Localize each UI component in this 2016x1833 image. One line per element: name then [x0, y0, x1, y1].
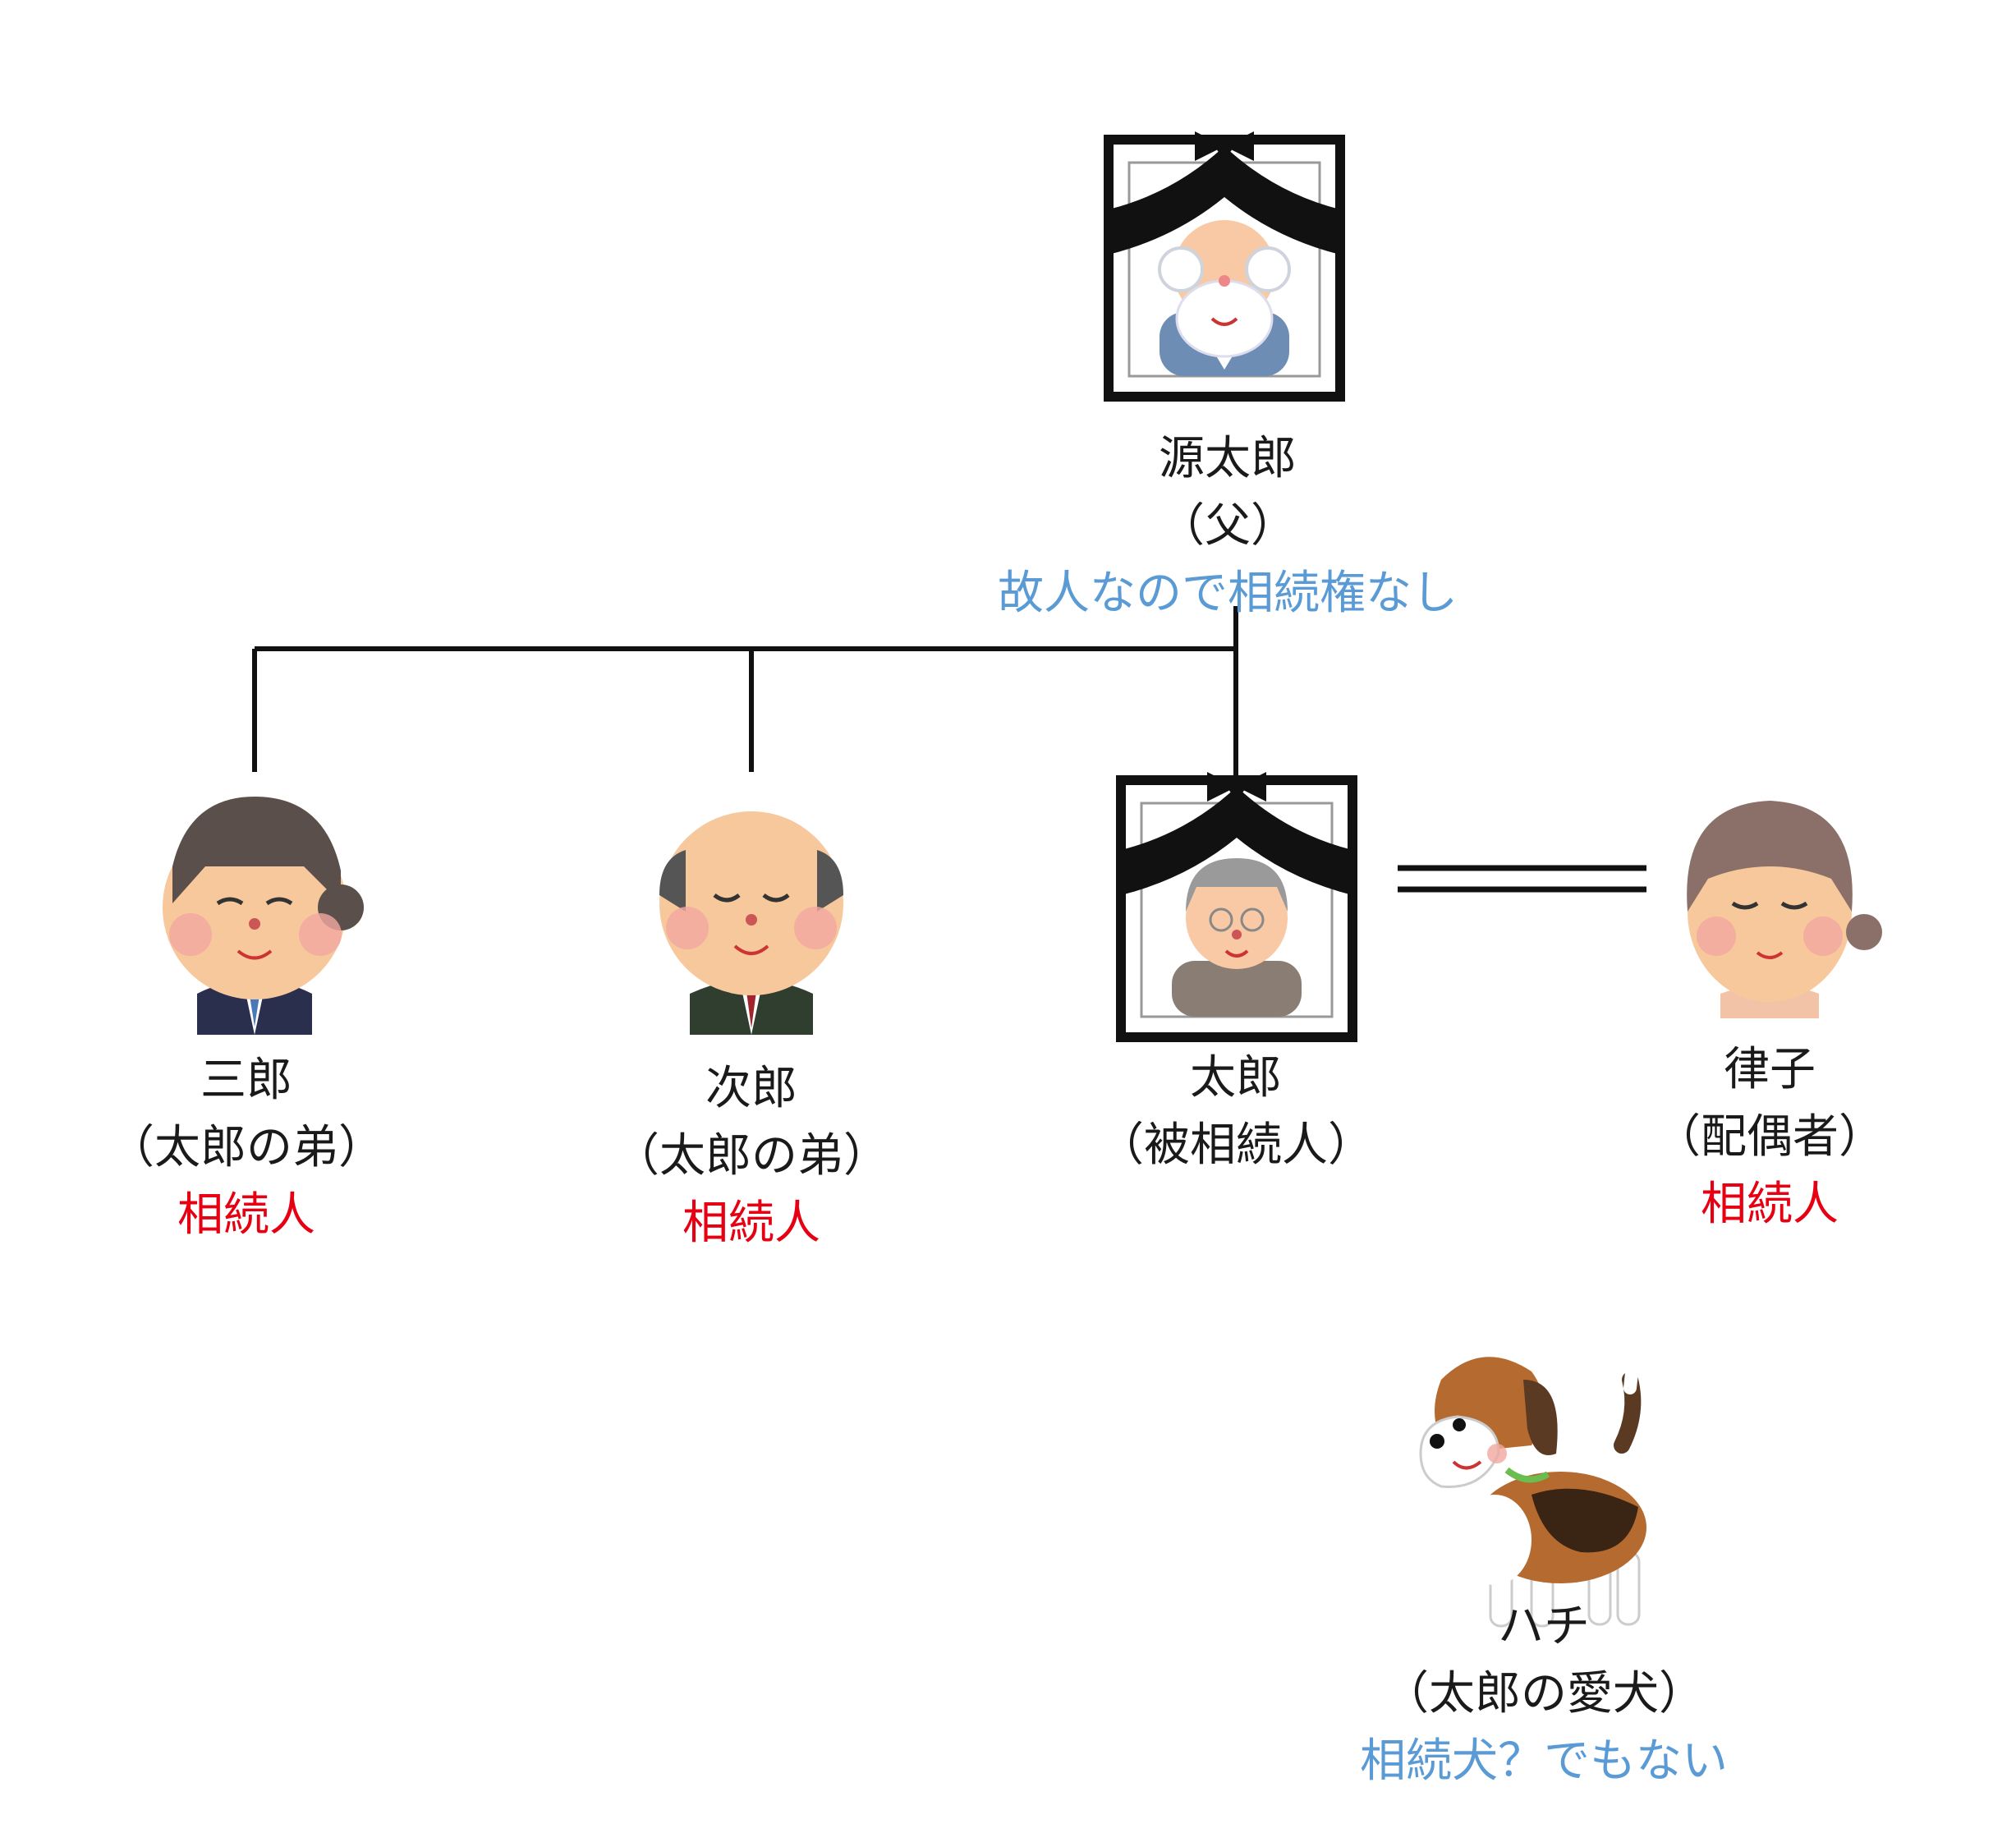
ritsuko-name: 律子 [1724, 1043, 1816, 1096]
middle-aged-man-icon [163, 797, 364, 1035]
saburo-status: 相続人 [177, 1188, 315, 1242]
hachi-relation: （太郎の愛犬） [1383, 1667, 1705, 1720]
hachi-label-group: ハチ （太郎の愛犬） 相続犬？でもない [1297, 1593, 1790, 1795]
father-name: 源太郎 [1159, 432, 1297, 485]
taro-label-group: 太郎 （被相続人） [990, 1045, 1482, 1179]
father-relation: （父） [1159, 499, 1297, 553]
beagle-dog-icon [1419, 1357, 1646, 1628]
jiro-label-group: 次郎 （太郎の弟） 相続人 [505, 1055, 998, 1257]
taro-name: 太郎 [1190, 1051, 1282, 1105]
ritsuko-status: 相続人 [1701, 1178, 1839, 1231]
ritsuko-relation: （配偶者） [1655, 1110, 1885, 1164]
memorial-portrait-elder-icon [1104, 131, 1345, 402]
jiro-name: 次郎 [705, 1062, 797, 1115]
bald-man-icon [659, 811, 843, 1035]
hachi-status: 相続犬？でもない [1360, 1734, 1728, 1788]
father-status: 故人なので相続権なし [998, 567, 1458, 620]
marriage-double-line [1398, 865, 1646, 893]
jiro-status: 相続人 [682, 1197, 820, 1250]
father-label-group: 源太郎 （父） 故人なので相続権なし [981, 425, 1474, 627]
saburo-label-group: 三郎 （太郎の弟） 相続人 [0, 1047, 493, 1249]
saburo-name: 三郎 [200, 1054, 292, 1107]
family-connectors [252, 606, 1238, 776]
elderly-woman-icon [1687, 801, 1882, 1018]
taro-relation: （被相続人） [1098, 1119, 1374, 1172]
ritsuko-label-group: 律子 （配偶者） 相続人 [1523, 1036, 2016, 1238]
saburo-relation: （太郎の弟） [108, 1121, 384, 1174]
jiro-relation: （太郎の弟） [613, 1129, 889, 1183]
hachi-name: ハチ [1498, 1600, 1590, 1653]
memorial-portrait-icon [1116, 772, 1357, 1042]
